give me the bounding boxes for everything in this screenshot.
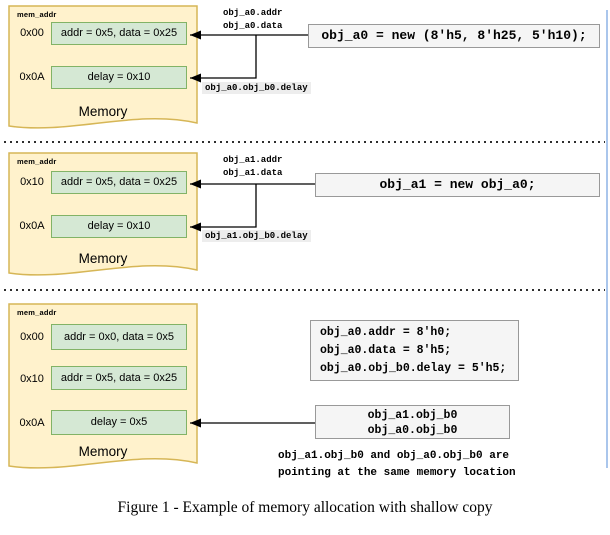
address-label: 0x0A <box>19 220 45 232</box>
memory-header-label: mem_addr <box>17 10 57 19</box>
memory-header-label: mem_addr <box>17 157 57 166</box>
code-box-field-values: obj_a0.addr = 8'h0; obj_a0.data = 8'h5; … <box>310 320 519 381</box>
handle-line: obj_a0.obj_b0 <box>367 424 458 437</box>
code-box-handles: obj_a1.obj_b0 obj_a0.obj_b0 <box>315 405 510 439</box>
pointer-label-addr: obj_a0.addr <box>223 8 283 18</box>
code-line: obj_a0.addr = 8'h0; <box>320 326 452 339</box>
memory-cell: addr = 0x5, data = 0x25 <box>51 171 187 194</box>
pointer-label-data: obj_a0.data <box>223 21 283 31</box>
address-label: 0x0A <box>19 71 45 83</box>
pointer-label-addr: obj_a1.addr <box>223 155 283 165</box>
memory-cell: delay = 0x10 <box>51 215 187 238</box>
figure-caption: Figure 1 - Example of memory allocation … <box>117 499 493 516</box>
code-line: obj_a0.data = 8'h5; <box>320 344 452 357</box>
memory-title: Memory <box>78 444 128 459</box>
memory-cell: addr = 0x5, data = 0x25 <box>51 22 187 45</box>
memory-header-label: mem_addr <box>17 308 57 317</box>
pointer-label-delay: obj_a1.obj_b0.delay <box>202 230 311 242</box>
memory-cell: delay = 0x10 <box>51 66 187 89</box>
memory-title: Memory <box>78 104 128 119</box>
address-label: 0x00 <box>20 27 44 39</box>
address-label: 0x00 <box>20 331 44 343</box>
note-line: pointing at the same memory location <box>278 467 516 479</box>
handle-line: obj_a1.obj_b0 <box>367 409 458 422</box>
arrow-section2-delay <box>190 184 257 232</box>
memory-cell: delay = 0x5 <box>51 410 187 435</box>
address-label: 0x10 <box>20 176 44 188</box>
memory-title: Memory <box>78 251 128 266</box>
memory-cell: addr = 0x5, data = 0x25 <box>51 366 187 390</box>
memory-cell: addr = 0x0, data = 0x5 <box>51 324 187 350</box>
pointer-label-delay: obj_a0.obj_b0.delay <box>202 82 311 94</box>
address-label: 0x10 <box>20 373 44 385</box>
code-box-new-object: obj_a0 = new (8'h5, 8'h25, 5'h10); <box>308 24 600 48</box>
address-label: 0x0A <box>19 417 45 429</box>
dotted-separator <box>4 289 605 291</box>
note-line: obj_a1.obj_b0 and obj_a0.obj_b0 are <box>278 450 510 462</box>
pointer-label-data: obj_a1.data <box>223 168 283 178</box>
code-line: obj_a0.obj_b0.delay = 5'h5; <box>320 362 507 375</box>
code-box-shallow-copy: obj_a1 = new obj_a0; <box>315 173 600 197</box>
arrow-section1-delay <box>190 35 257 83</box>
dotted-separator <box>4 141 605 143</box>
page-margin-line <box>606 10 608 468</box>
